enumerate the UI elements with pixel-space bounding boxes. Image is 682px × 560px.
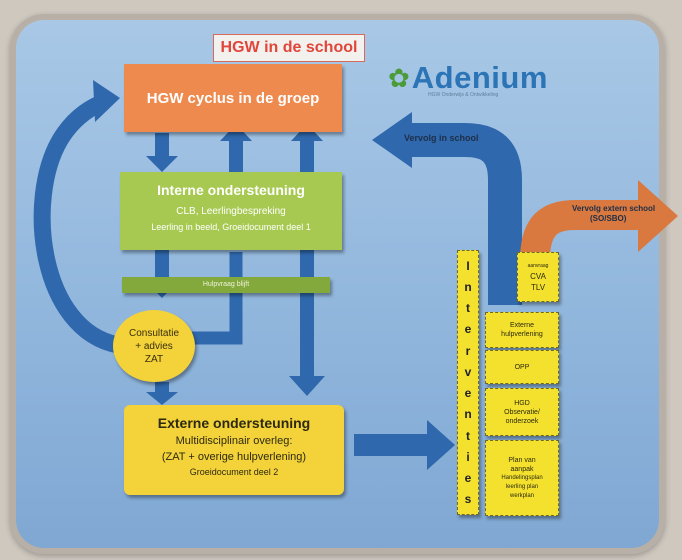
externe-heading: Externe ondersteuning xyxy=(157,415,311,431)
plan-line3: Handelingsplan xyxy=(501,474,543,481)
interventies-letter: e xyxy=(464,386,472,401)
interventies-letter: t xyxy=(466,428,470,443)
interventies-letter: n xyxy=(464,407,472,422)
consult-line3: ZAT xyxy=(144,353,164,365)
loop-arrow-head xyxy=(93,80,120,122)
interventies-letter: i xyxy=(466,449,470,464)
logo-name: Adenium xyxy=(411,60,548,95)
opp-box: OPP xyxy=(485,350,559,384)
right-arrow-head xyxy=(427,420,455,470)
externe-line1: Multidisciplinair overleg: xyxy=(175,435,293,447)
cva-small-label: aanvraag xyxy=(527,262,549,269)
interventies-letter: v xyxy=(464,364,472,379)
externe-box: Externe ondersteuning Multidisciplinair … xyxy=(124,405,344,495)
opp-label: OPP xyxy=(514,363,530,371)
vervolg-extern-line1: Vervolg extern school xyxy=(572,204,656,213)
consult-line1: Consultatie xyxy=(128,327,180,339)
plan-line5: werkplan xyxy=(509,492,534,499)
consult-line2: + advies xyxy=(135,340,173,352)
vervolg-extern-arrow xyxy=(520,200,640,261)
up-arrow-1-shaft xyxy=(229,140,243,172)
hulpvraag-bar: Hulpvraag blijft xyxy=(122,277,330,293)
interventies-letter: e xyxy=(464,322,472,337)
plan-line1: Plan van xyxy=(508,456,536,464)
up-arrow-2-shaft xyxy=(300,140,314,172)
adenium-logo: ✿ Adenium HGW Onderwijs & Ontwikkeling xyxy=(388,56,558,100)
hgd-line2: Observatie/ xyxy=(504,408,540,416)
cva-box: aanvraag CVA TLV xyxy=(517,252,559,302)
interventies-letter: t xyxy=(466,301,470,316)
plan-line4: leerling plan xyxy=(505,483,539,490)
long-down-arrow-head xyxy=(289,376,325,396)
interventies-letter: e xyxy=(464,471,472,486)
consult-up-arrow xyxy=(192,252,243,345)
interne-line1: CLB, Leerlingbespreking xyxy=(176,206,286,217)
interventies-letter: I xyxy=(466,258,470,273)
externe-hulp-box: Externe hulpverlening xyxy=(485,312,559,348)
vervolg-school-arrow xyxy=(410,123,522,305)
cycle-label: HGW cyclus in de groep xyxy=(146,89,320,107)
interventies-column: I n t e r v e n t i e s xyxy=(457,250,479,515)
long-down-arrow-shaft xyxy=(300,250,314,378)
tlv-label: TLV xyxy=(530,282,546,292)
externe-hulp-line2: hulpverlening xyxy=(501,331,543,338)
interventies-letter: n xyxy=(464,279,472,294)
externe-line3: Groeidocument deel 2 xyxy=(189,467,279,477)
externe-hulp-line1: Externe xyxy=(509,322,535,329)
interne-box: Interne ondersteuning CLB, Leerlingbespr… xyxy=(120,172,342,250)
hgd-box: HGD Observatie/ onderzoek xyxy=(485,388,559,436)
vervolg-extern-arrowhead xyxy=(638,180,678,252)
plan-box: Plan van aanpak Handelingsplan leerling … xyxy=(485,440,559,516)
consultatie-circle: Consultatie + advies ZAT xyxy=(113,310,195,382)
logo-tagline: HGW Onderwijs & Ontwikkeling xyxy=(428,92,499,98)
down-arrow-1-head xyxy=(146,156,178,172)
interne-heading: Interne ondersteuning xyxy=(157,182,305,198)
interventies-letter: s xyxy=(464,492,472,507)
hgd-line3: onderzoek xyxy=(505,417,539,425)
diagram-title: HGW in de school xyxy=(213,34,365,62)
vervolg-school-arrowhead xyxy=(372,112,412,168)
down-arrow-2-shaft xyxy=(155,250,169,284)
interne-line2: Leerling in beeld, Groeidocument deel 1 xyxy=(151,222,311,232)
plan-line2: aanpak xyxy=(510,465,534,473)
interventies-letter: r xyxy=(465,343,471,358)
loop-arrow-left xyxy=(33,93,121,354)
down-arrow-1-shaft xyxy=(155,133,169,157)
down-arrow-3-head xyxy=(146,392,178,405)
cva-label: CVA xyxy=(530,271,546,281)
down-arrow-3-shaft xyxy=(155,382,169,394)
vervolg-extern-line2: (SO/SBO) xyxy=(590,214,627,223)
vervolg-extern-label: Vervolg extern school (SO/SBO) xyxy=(572,204,655,224)
up-arrow-2-head xyxy=(291,124,323,141)
up-arrow-1-head xyxy=(220,124,252,141)
cycle-box: HGW cyclus in de groep xyxy=(124,64,342,132)
externe-line2: (ZAT + overige hulpverlening) xyxy=(161,451,307,463)
hgd-line1: HGD xyxy=(514,399,530,407)
leaf-icon: ✿ xyxy=(388,62,410,93)
vervolg-school-label: Vervolg in school xyxy=(404,133,479,143)
right-arrow-shaft xyxy=(354,434,429,456)
